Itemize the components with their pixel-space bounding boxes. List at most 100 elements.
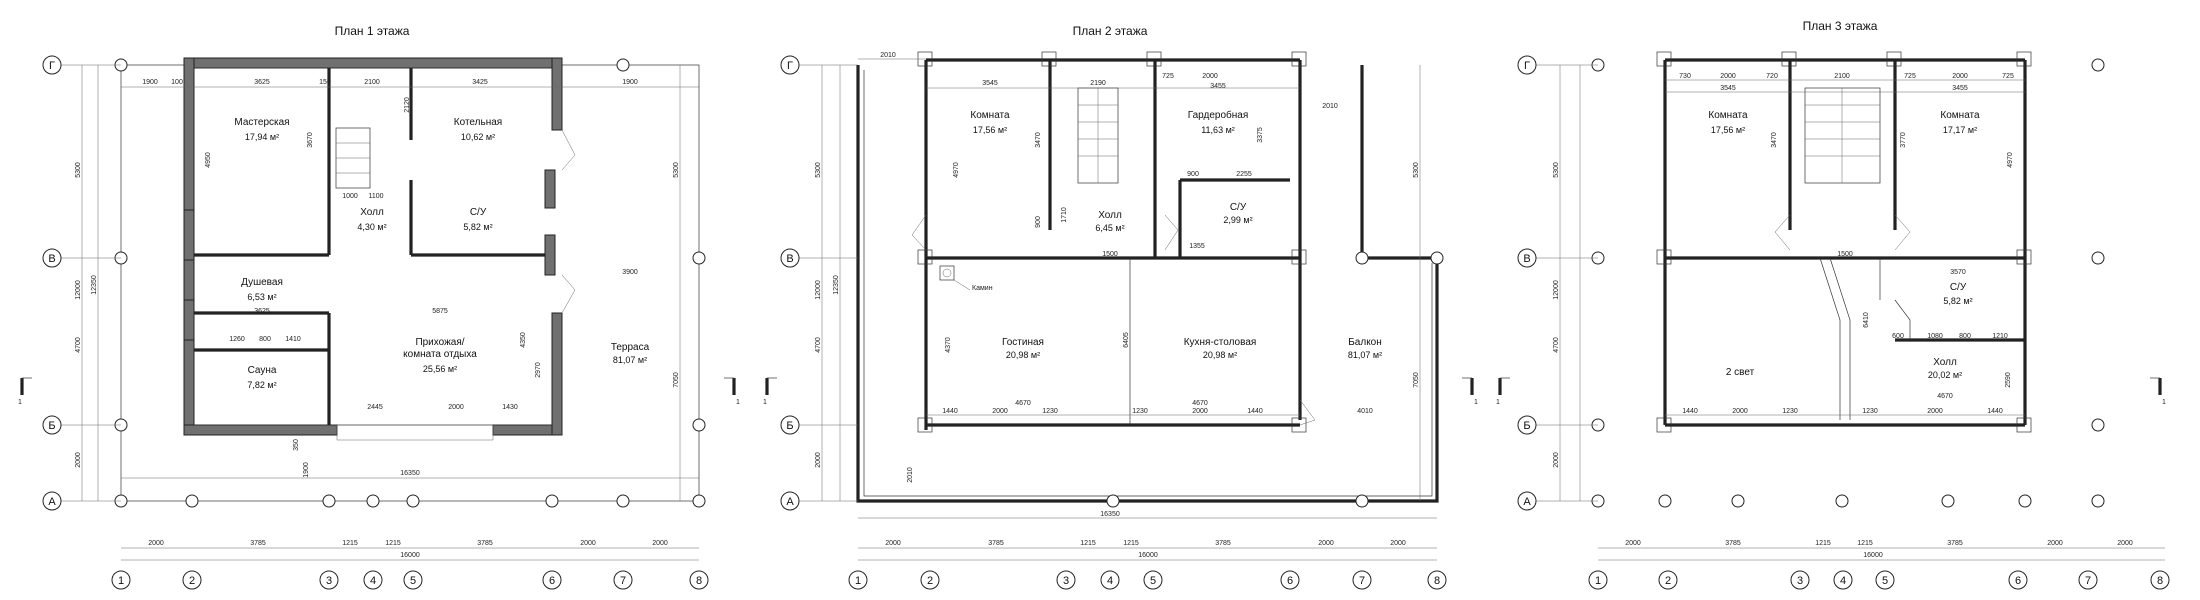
svg-text:1: 1 — [855, 575, 861, 587]
balcony-outline — [856, 65, 1439, 503]
svg-text:12350: 12350 — [91, 275, 98, 295]
svg-text:А: А — [786, 496, 794, 508]
svg-text:2010: 2010 — [1322, 103, 1338, 110]
svg-text:12350: 12350 — [833, 275, 840, 295]
svg-text:16000: 16000 — [1863, 552, 1883, 559]
room-wardrobe: Гардеробная 11,63 м² — [1188, 109, 1249, 135]
room-hall: Холл 4,30 м² — [357, 207, 386, 232]
svg-text:10,62 м²: 10,62 м² — [461, 132, 495, 142]
svg-text:1230: 1230 — [1132, 408, 1148, 415]
svg-text:2000: 2000 — [580, 540, 596, 547]
svg-text:6: 6 — [549, 575, 555, 587]
svg-text:Г: Г — [787, 60, 793, 72]
svg-text:2000: 2000 — [1553, 452, 1560, 468]
svg-text:7: 7 — [2085, 575, 2091, 587]
svg-text:725: 725 — [1904, 73, 1916, 80]
svg-text:2: 2 — [1665, 575, 1671, 587]
room-hall: Холл 6,45 м² — [1095, 210, 1124, 233]
svg-text:А: А — [1523, 496, 1531, 508]
svg-text:6,45 м²: 6,45 м² — [1095, 223, 1124, 233]
svg-text:3785: 3785 — [1215, 540, 1231, 547]
svg-text:Терраса: Терраса — [611, 342, 650, 353]
svg-text:4670: 4670 — [1015, 400, 1031, 407]
svg-text:1230: 1230 — [1782, 408, 1798, 415]
svg-text:20,02 м²: 20,02 м² — [1928, 370, 1962, 380]
svg-text:4: 4 — [1840, 575, 1846, 587]
svg-text:3785: 3785 — [250, 540, 266, 547]
room-living: Гостиная 20,98 м² — [1002, 337, 1044, 360]
svg-text:4700: 4700 — [815, 337, 822, 353]
svg-text:2000: 2000 — [1927, 408, 1943, 415]
room-bedroom-1: Комната 17,56 м² — [1708, 110, 1748, 135]
svg-text:1: 1 — [763, 399, 767, 406]
svg-text:3425: 3425 — [472, 79, 488, 86]
svg-text:4670: 4670 — [1937, 393, 1953, 400]
room-workshop: Мастерская 17,94 м² — [234, 117, 289, 142]
room-balcony: Балкон 81,07 м² — [1348, 337, 1382, 360]
svg-text:2255: 2255 — [1236, 171, 1252, 178]
wall-corners — [1656, 51, 2032, 433]
svg-text:2000: 2000 — [1732, 408, 1748, 415]
svg-text:1230: 1230 — [1862, 408, 1878, 415]
svg-text:800: 800 — [1959, 333, 1971, 340]
svg-text:8: 8 — [2157, 575, 2163, 587]
svg-text:Б: Б — [48, 420, 55, 432]
axis-numbers: 1 2 3 4 5 6 7 8 — [111, 570, 709, 590]
svg-text:1: 1 — [18, 399, 22, 406]
svg-text:2000: 2000 — [2047, 540, 2063, 547]
svg-text:5: 5 — [410, 575, 416, 587]
svg-text:1900: 1900 — [142, 79, 158, 86]
svg-text:81,07 м²: 81,07 м² — [613, 355, 647, 365]
svg-text:2000: 2000 — [75, 452, 82, 468]
svg-text:2970: 2970 — [535, 362, 542, 378]
svg-text:1215: 1215 — [385, 540, 401, 547]
svg-text:3455: 3455 — [1210, 83, 1226, 90]
svg-text:Гостиная: Гостиная — [1002, 337, 1044, 348]
svg-text:12000: 12000 — [75, 280, 82, 300]
room-bedroom-2: Комната 17,17 м² — [1940, 110, 1980, 135]
svg-text:1: 1 — [1595, 575, 1601, 587]
axis-letters: Г В Б А — [780, 55, 858, 511]
wall-corners — [917, 51, 1307, 433]
svg-text:1500: 1500 — [1837, 251, 1853, 258]
svg-text:100: 100 — [171, 79, 183, 86]
wall-south-left — [183, 424, 338, 436]
axis-numbers: 1 2 3 4 5 6 7 8 — [1588, 570, 2170, 590]
svg-text:3470: 3470 — [1771, 132, 1778, 148]
fireplace-label: Камин — [972, 285, 993, 292]
room-wc: С/У 2,99 м² — [1223, 202, 1252, 225]
svg-text:3545: 3545 — [1720, 85, 1736, 92]
svg-text:2120: 2120 — [404, 97, 411, 113]
svg-text:17,56 м²: 17,56 м² — [973, 125, 1007, 135]
svg-text:6405: 6405 — [1123, 332, 1130, 348]
room-bedroom: Комната 17,56 м² — [970, 110, 1010, 135]
svg-text:Душевая: Душевая — [241, 277, 283, 288]
plan-floor-2: План 2 этажа — [763, 24, 1478, 590]
plan-title: План 1 этажа — [335, 24, 410, 38]
svg-text:3785: 3785 — [988, 540, 1004, 547]
svg-text:2010: 2010 — [880, 52, 896, 59]
svg-text:2000: 2000 — [1192, 408, 1208, 415]
svg-text:2100: 2100 — [1834, 73, 1850, 80]
fireplace-box — [939, 265, 955, 281]
svg-text:5300: 5300 — [1553, 162, 1560, 178]
svg-text:3: 3 — [326, 575, 332, 587]
svg-text:3: 3 — [1797, 575, 1803, 587]
svg-text:1210: 1210 — [1992, 333, 2008, 340]
svg-text:725: 725 — [2002, 73, 2014, 80]
svg-text:Б: Б — [786, 420, 793, 432]
svg-text:600: 600 — [1892, 333, 1904, 340]
room-boiler: Котельная 10,62 м² — [454, 117, 502, 142]
svg-text:5300: 5300 — [1413, 162, 1420, 178]
svg-text:4: 4 — [1107, 575, 1113, 587]
svg-text:С/У: С/У — [1950, 282, 1967, 293]
room-wc: С/У 5,82 м² — [1943, 282, 1972, 306]
svg-text:2000: 2000 — [1318, 540, 1334, 547]
svg-text:1355: 1355 — [1189, 243, 1205, 250]
svg-text:4700: 4700 — [1553, 337, 1560, 353]
svg-text:1215: 1215 — [1080, 540, 1096, 547]
svg-text:3470: 3470 — [1035, 132, 1042, 148]
svg-text:1500: 1500 — [1102, 251, 1118, 258]
svg-text:2000: 2000 — [652, 540, 668, 547]
svg-text:1100: 1100 — [368, 193, 383, 200]
